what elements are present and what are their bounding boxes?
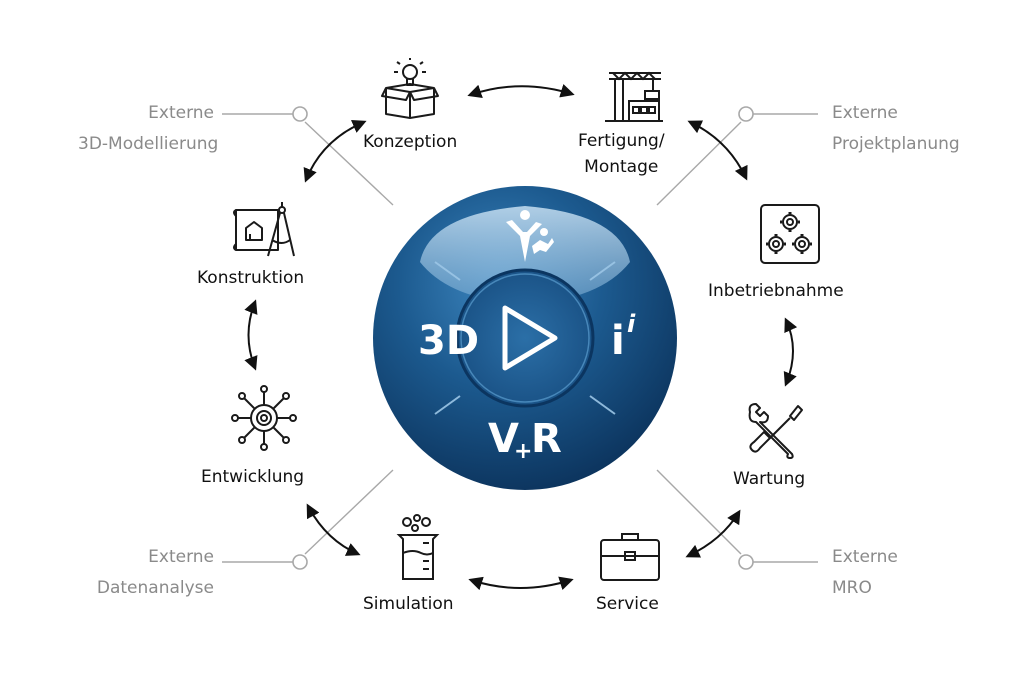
external-projektplanung-line1: Externe <box>832 98 960 129</box>
stage-service: Service <box>596 592 659 616</box>
hub-r-label: R <box>531 416 562 462</box>
hub-i-superscript: i <box>627 310 636 338</box>
gears-panel-icon <box>758 202 822 266</box>
external-mro-line1: Externe <box>832 542 898 573</box>
stage-fertigung-line1: Fertigung/ <box>578 128 665 154</box>
stage-inbetriebnahme: Inbetriebnahme <box>708 279 844 303</box>
external-projektplanung: Externe Projektplanung <box>832 98 960 160</box>
external-mro: Externe MRO <box>832 542 898 604</box>
stage-fertigung-line2: Montage <box>578 154 665 180</box>
stage-konstruktion: Konstruktion <box>197 266 304 290</box>
external-3d-modellierung-line1: Externe <box>78 98 214 129</box>
external-3d-modellierung-line2: 3D-Modellierung <box>78 129 214 160</box>
blueprint-compass-icon <box>232 200 298 262</box>
external-datenanalyse-line2: Datenanalyse <box>78 573 214 604</box>
external-projektplanung-line2: Projektplanung <box>832 129 960 160</box>
hub-i-label: i <box>611 318 625 364</box>
briefcase-icon <box>598 530 662 584</box>
stage-entwicklung: Entwicklung <box>201 465 304 489</box>
stage-simulation: Simulation <box>363 592 454 616</box>
stage-wartung: Wartung <box>733 467 805 491</box>
hub-3d-label: 3D <box>418 318 479 364</box>
factory-crane-icon <box>603 65 665 123</box>
hub-plus-label: + <box>514 439 532 464</box>
network-gear-icon <box>231 385 297 451</box>
external-datenanalyse: Externe Datenanalyse <box>78 542 214 604</box>
external-datenanalyse-line1: Externe <box>78 542 214 573</box>
external-mro-line2: MRO <box>832 573 898 604</box>
beaker-icon <box>395 513 441 583</box>
idea-box-icon <box>380 58 440 120</box>
external-3d-modellierung: Externe 3D-Modellierung <box>78 98 214 160</box>
stage-fertigung: Fertigung/ Montage <box>578 128 665 180</box>
stage-konzeption: Konzeption <box>363 130 457 154</box>
wrench-screwdriver-icon <box>744 402 804 460</box>
